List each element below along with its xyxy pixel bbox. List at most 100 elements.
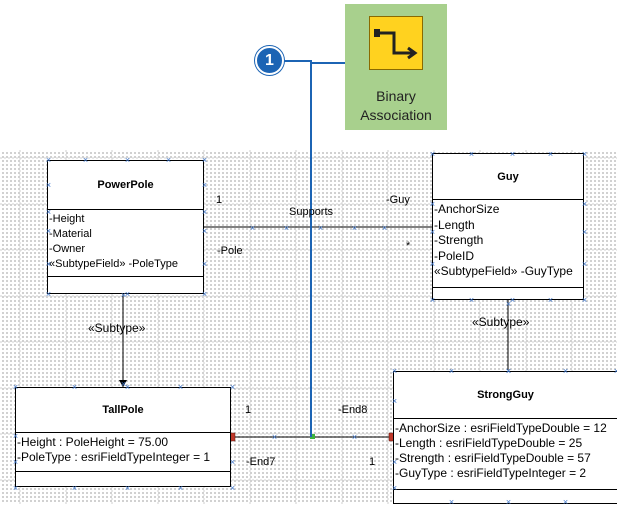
callout-leader-line	[284, 60, 312, 437]
callout-badge: 1	[255, 46, 284, 75]
binary-association-tool[interactable]: Binary Association	[345, 4, 447, 130]
selection-handle-marker: ×	[581, 149, 588, 159]
selection-handle-marker: ×	[124, 289, 131, 299]
selection-handle-marker: ×	[165, 155, 172, 165]
selection-handle-marker: ×	[229, 457, 236, 467]
class-name: Guy	[433, 154, 583, 200]
attribute: «SubtypeField» -PoleType	[49, 258, 179, 270]
selection-handle-marker: ×	[547, 295, 554, 305]
selection-handle-marker: ×	[429, 199, 436, 209]
class-powerpole[interactable]: PowerPole -Height -Material -Owner «Subt…	[47, 160, 204, 294]
selection-handle-marker: ×	[429, 295, 436, 305]
attribute: -AnchorSize	[434, 202, 500, 216]
selection-handle-marker: ×	[120, 290, 127, 300]
selection-handle-marker: ×	[613, 366, 617, 376]
selection-handle-marker: ×	[562, 497, 569, 507]
selection-handle-marker: ×	[381, 223, 388, 233]
binary-role-left: -End7	[246, 456, 276, 468]
tool-label-line2: Association	[360, 107, 432, 123]
attribute: -Length	[434, 217, 475, 232]
selection-handle-marker: ×	[505, 366, 512, 376]
binary-role-right: -End8	[338, 404, 368, 416]
selection-handle-marker: ×	[317, 223, 324, 233]
association-midpoint[interactable]	[310, 434, 315, 439]
selection-handle-marker: ×	[283, 223, 290, 233]
selection-handle-marker: ×	[82, 155, 89, 165]
attribute: -Height	[49, 213, 85, 225]
selection-handle-marker: ×	[429, 259, 436, 269]
binary-association-icon	[369, 16, 423, 70]
class-name: StrongGuy	[394, 372, 617, 419]
selection-handle-marker: ×	[124, 382, 131, 392]
diagram-grid	[0, 150, 617, 504]
attribute: -Height : PoleHeight = 75.00	[17, 435, 169, 449]
attribute: -Owner	[49, 243, 86, 255]
selection-handle-marker: ×	[45, 289, 52, 299]
selection-handle-marker: ×	[229, 483, 236, 493]
role-left: -Pole	[217, 245, 243, 257]
selection-handle-marker: ×	[249, 223, 256, 233]
binary-multiplicity-left: 1	[245, 404, 252, 416]
selection-handle-marker: ×	[562, 366, 569, 376]
tool-label-line1: Binary	[376, 88, 416, 104]
selection-handle-marker: ×	[505, 299, 512, 309]
selection-handle-marker: ×	[509, 149, 516, 159]
selection-handle-marker: ×	[351, 223, 358, 233]
selection-handle-marker: ×	[581, 295, 588, 305]
selection-handle-marker: ×	[201, 207, 208, 217]
selection-handle-marker: ×	[201, 180, 208, 190]
class-tallpole[interactable]: TallPole -Height : PoleHeight = 75.00 -P…	[15, 387, 231, 487]
class-guy[interactable]: Guy -AnchorSize -Length -Strength -PoleI…	[432, 153, 584, 300]
selection-handle-marker: ×	[391, 366, 398, 376]
selection-handle-marker: ×	[271, 432, 278, 442]
attribute-list: -AnchorSize : esriFieldTypeDouble = 12 -…	[394, 419, 617, 490]
subtype-arrow-left	[119, 380, 127, 387]
selection-handle-marker: ×	[45, 180, 52, 190]
selection-handle-marker: ×	[391, 483, 398, 493]
attribute: -Length : esriFieldTypeDouble = 25	[395, 436, 583, 450]
selection-handle-marker: ×	[391, 457, 398, 467]
selection-handle-marker: ×	[71, 483, 78, 493]
selection-handle-marker: ×	[429, 149, 436, 159]
class-strongguy[interactable]: StrongGuy -AnchorSize : esriFieldTypeDou…	[393, 371, 617, 504]
selection-handle-marker: ×	[468, 295, 475, 305]
selection-handle-marker: ×	[45, 259, 52, 269]
selection-handle-marker: ×	[45, 207, 52, 217]
selection-handle-marker: ×	[505, 497, 512, 507]
selection-handle-marker: ×	[12, 382, 19, 392]
attribute: -AnchorSize : esriFieldTypeDouble = 12	[395, 421, 607, 435]
association-name-supports: Supports	[289, 206, 334, 218]
attribute-list: -Height : PoleHeight = 75.00 -PoleType :…	[16, 433, 230, 472]
selection-handle-marker: ×	[201, 155, 208, 165]
attribute-list: -AnchorSize -Length -Strength -PoleID «S…	[433, 200, 583, 288]
selection-handle-marker: ×	[509, 295, 516, 305]
selection-handle-marker: ×	[201, 259, 208, 269]
selection-handle-marker: ×	[201, 226, 208, 236]
attribute: -PoleID	[434, 248, 475, 263]
selection-handle-marker: ×	[448, 366, 455, 376]
attribute: -PoleType : esriFieldTypeInteger = 1	[17, 450, 211, 464]
attribute: -Strength	[434, 233, 484, 247]
selection-handle-marker: ×	[120, 379, 127, 389]
selection-handle-marker: ×	[429, 227, 436, 237]
class-name: TallPole	[16, 388, 230, 433]
selection-handle-marker: ×	[71, 382, 78, 392]
selection-handle-marker: ×	[391, 396, 398, 406]
selection-handle-marker: ×	[124, 155, 131, 165]
selection-handle-marker: ×	[581, 199, 588, 209]
selection-handle-marker: ×	[229, 382, 236, 392]
selection-handle-marker: ×	[177, 382, 184, 392]
class-name: PowerPole	[48, 161, 203, 210]
subtype-label-left: «Subtype»	[88, 321, 146, 335]
selection-handle-marker: ×	[448, 497, 455, 507]
selection-handle-marker: ×	[201, 289, 208, 299]
selection-handle-marker: ×	[468, 149, 475, 159]
selection-handle-marker: ×	[351, 432, 358, 442]
selection-handle-marker: ×	[45, 226, 52, 236]
attribute-list: -Height -Material -Owner «SubtypeField» …	[48, 210, 203, 277]
selection-handle-marker: ×	[12, 431, 19, 441]
selection-handle-marker: ×	[177, 483, 184, 493]
selection-handle-marker: ×	[45, 155, 52, 165]
multiplicity-left: 1	[216, 194, 223, 206]
